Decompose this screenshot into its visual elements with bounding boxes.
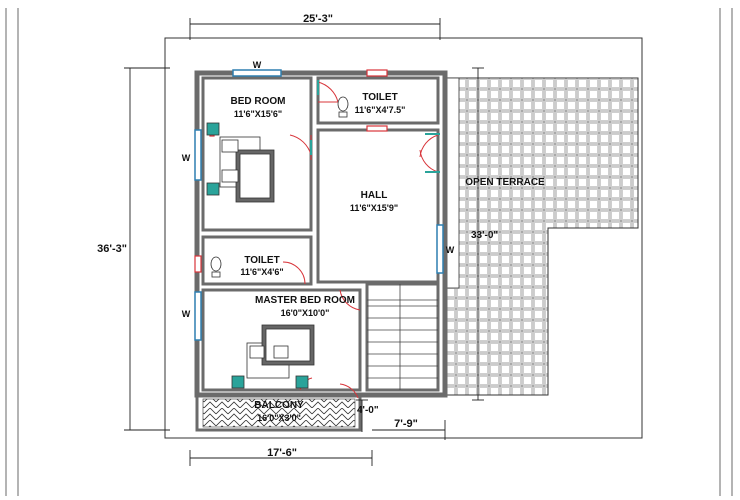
room-size-toilet-top: 11'6"X4'7.5" xyxy=(355,105,406,115)
room-size-hall: 11'6"X15'9" xyxy=(350,203,398,213)
windows xyxy=(194,69,444,341)
window-tag-bedroom: W xyxy=(182,153,191,163)
dim-bottom-left: 17'-6" xyxy=(267,447,297,459)
room-size-balcony: 16'0"X3'0" xyxy=(257,413,301,423)
dim-bottom-right: 7'-9" xyxy=(394,418,418,430)
window-tag-top: W xyxy=(253,60,262,70)
room-label-terrace: OPEN TERRACE xyxy=(465,177,545,188)
room-label-hall: HALL xyxy=(361,190,388,201)
plot-boundary xyxy=(164,37,643,439)
bed-master xyxy=(231,324,315,389)
walls xyxy=(194,70,448,398)
dim-top-width: 25'-3" xyxy=(303,13,333,25)
door-markers xyxy=(310,80,440,173)
dim-balcony-offset: 4'-0" xyxy=(357,405,379,416)
dim-left-height: 36'-3" xyxy=(97,243,127,255)
dim-terrace-height: 33'-0" xyxy=(471,230,498,241)
window-tag-hall: W xyxy=(446,245,455,255)
room-label-balcony: BALCONY xyxy=(254,400,304,411)
room-label-toilet-top: TOILET xyxy=(362,92,397,103)
staircase xyxy=(367,284,438,390)
page-border xyxy=(5,8,733,496)
room-label-master: MASTER BED ROOM xyxy=(255,295,355,306)
balcony-floor xyxy=(202,398,356,428)
doors xyxy=(282,81,439,399)
room-label-toilet-mid: TOILET xyxy=(244,255,279,266)
room-size-toilet-mid: 11'6"X4'6" xyxy=(240,267,283,277)
window-tag-master: W xyxy=(182,309,191,319)
toilet-fixtures xyxy=(210,96,349,278)
dimension-lines xyxy=(124,18,484,466)
room-size-bedroom: 11'6"X15'6" xyxy=(234,109,282,119)
room-size-master: 16'0"X10'0" xyxy=(281,308,330,318)
open-terrace xyxy=(444,77,639,396)
room-label-bedroom: BED ROOM xyxy=(231,96,286,107)
bed-bedroom xyxy=(206,122,275,203)
